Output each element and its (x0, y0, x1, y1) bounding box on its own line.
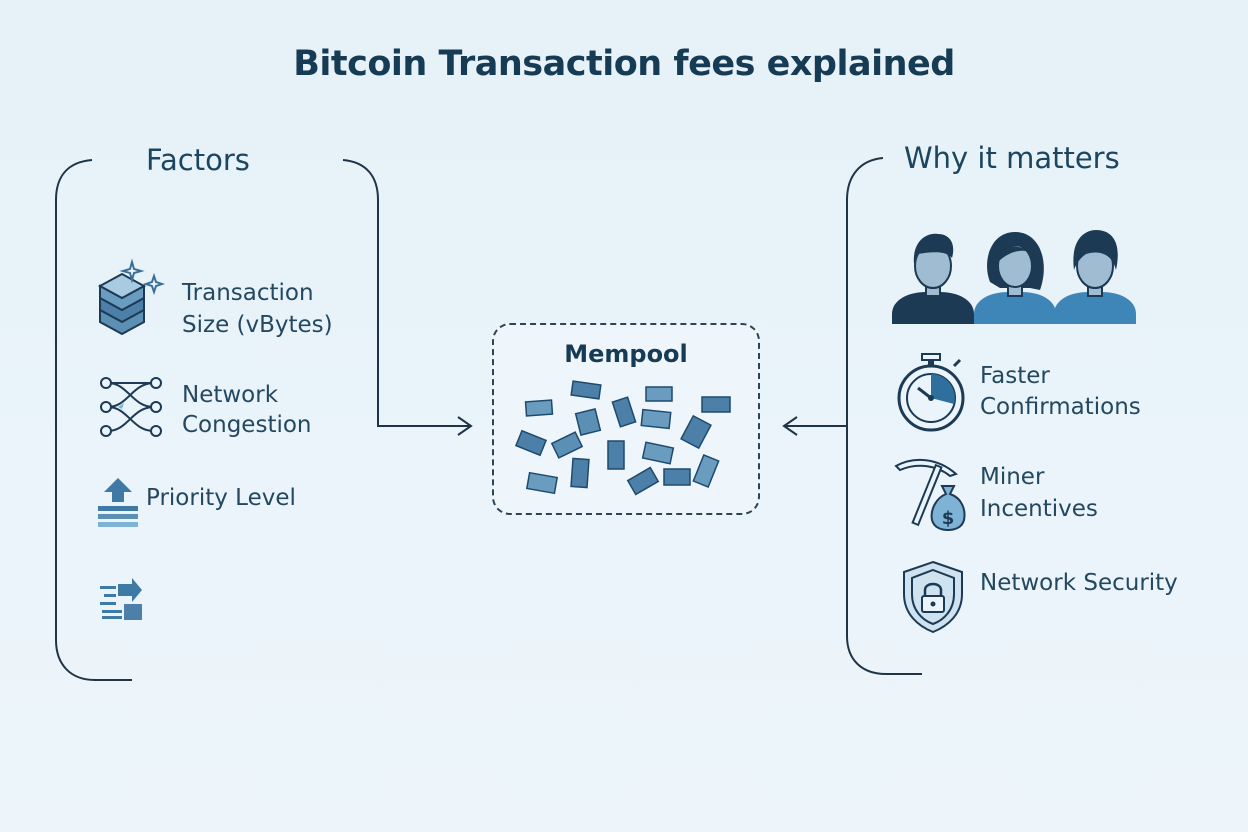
factors-bracket-arm (342, 159, 470, 427)
why-label-miner-line2: Incentives (980, 496, 1098, 522)
mempool-label: Mempool (564, 340, 688, 368)
tx-block (570, 380, 602, 400)
tx-block (663, 468, 691, 486)
factor-label-size-line1: Transaction (182, 280, 314, 306)
tx-block (550, 431, 584, 459)
page-title: Bitcoin Transaction fees explained (293, 44, 955, 84)
network-icon (100, 377, 162, 437)
factor-label-size-line2: Size (vBytes) (182, 312, 333, 338)
stopwatch-icon (897, 353, 965, 432)
tx-block (640, 408, 672, 430)
fast-transfer-icon (100, 578, 142, 620)
stack-icon (97, 258, 166, 336)
factors-bracket (55, 159, 132, 681)
tx-block (641, 441, 675, 465)
right-arrow-head (457, 416, 473, 436)
mempool-transactions (514, 380, 731, 496)
tx-block (645, 386, 673, 402)
why-label-faster-line2: Confirmations (980, 394, 1141, 420)
tx-block (525, 471, 559, 495)
why-heading: Why it matters (904, 141, 1120, 175)
svg-text:$: $ (942, 508, 955, 529)
factor-label-congestion-line1: Network (182, 382, 279, 408)
tx-block (626, 466, 660, 496)
tx-block (574, 407, 602, 437)
tx-block (692, 454, 720, 488)
factor-label-congestion-line2: Congestion (182, 412, 312, 438)
people-icon (892, 230, 1136, 324)
tx-block (514, 429, 548, 457)
factors-heading: Factors (146, 143, 250, 177)
left-arrow-head (782, 416, 798, 436)
shield-lock-icon (903, 560, 963, 634)
why-label-security: Network Security (980, 570, 1178, 596)
tx-block (524, 399, 554, 417)
why-label-miner-line1: Miner (980, 464, 1045, 490)
factor-label-priority: Priority Level (146, 485, 296, 511)
tx-block (611, 396, 637, 428)
tx-block (701, 396, 731, 413)
priority-arrow-icon (98, 478, 138, 527)
why-label-faster-line1: Faster (980, 363, 1050, 389)
tx-block (570, 457, 590, 489)
tx-block (680, 414, 712, 450)
tx-block (607, 440, 625, 470)
pickaxe-moneybag-icon: $ (894, 458, 966, 532)
why-bracket (846, 157, 922, 675)
